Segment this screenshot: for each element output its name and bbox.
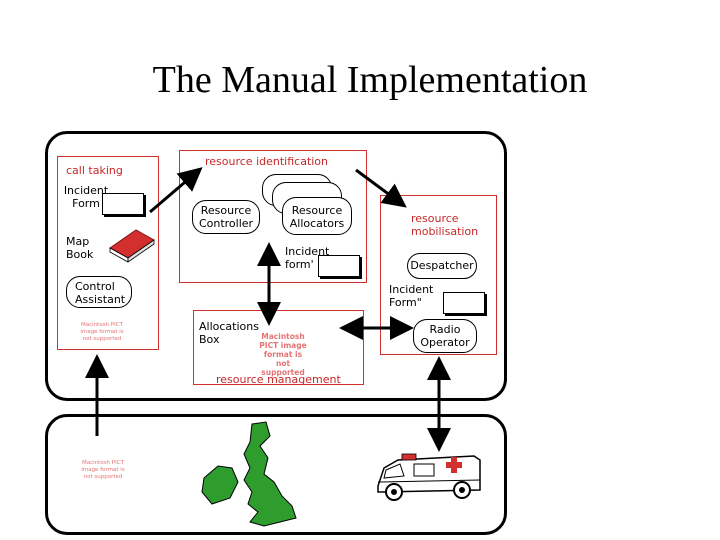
control-assistant-node: Control Assistant <box>66 276 132 308</box>
map-book-label: Map Book <box>66 235 94 261</box>
despatcher-label: Despatcher <box>410 259 474 272</box>
radio-operator-label: Radio Operator <box>420 323 470 349</box>
pict-placeholder: Macintosh PICT image format is not suppo… <box>259 332 307 377</box>
resource-mobilisation-heading: resource mobilisation <box>411 212 479 238</box>
resource-controller-label: Resource Controller <box>198 204 254 230</box>
uk-ireland-map-icon <box>201 421 297 527</box>
pict-placeholder: Macintosh PICT image format is not suppo… <box>80 322 124 342</box>
resource-controller-node: Resource Controller <box>192 200 260 234</box>
incident-form-double-prime-icon <box>443 292 485 314</box>
arrow-identification-to-mobilisation <box>355 168 407 208</box>
incident-form-double-prime-label: Incident Form" <box>389 283 434 309</box>
map-book-icon <box>109 229 155 263</box>
resource-allocators-label: Resource Allocators <box>289 204 345 230</box>
resource-mobilisation-box <box>380 195 497 355</box>
radio-operator-node: Radio Operator <box>413 319 477 353</box>
page-title: The Manual Implementation <box>152 59 588 101</box>
incident-form-label: Incident Form <box>63 184 109 210</box>
ambulance-icon <box>377 453 481 501</box>
resource-allocators-node: Resource Allocators <box>282 197 352 235</box>
despatcher-node: Despatcher <box>407 253 477 279</box>
arrow-call-to-identification <box>149 167 203 214</box>
control-assistant-label: Control Assistant <box>75 280 126 306</box>
call-taking-heading: call taking <box>66 164 123 177</box>
resource-identification-heading: resource identification <box>205 155 329 168</box>
incident-form-prime-label: Incident form' <box>285 245 330 271</box>
outside-world-frame <box>45 414 507 535</box>
call-taking-box <box>57 156 159 350</box>
incident-form-prime-icon <box>318 255 360 277</box>
control-room-frame <box>45 131 507 401</box>
allocations-box-label: Allocations Box <box>199 320 259 346</box>
incident-form-icon <box>102 193 144 215</box>
resource-management-heading: resource management <box>216 373 341 386</box>
pict-placeholder: Macintosh PICT image format is not suppo… <box>81 460 125 480</box>
